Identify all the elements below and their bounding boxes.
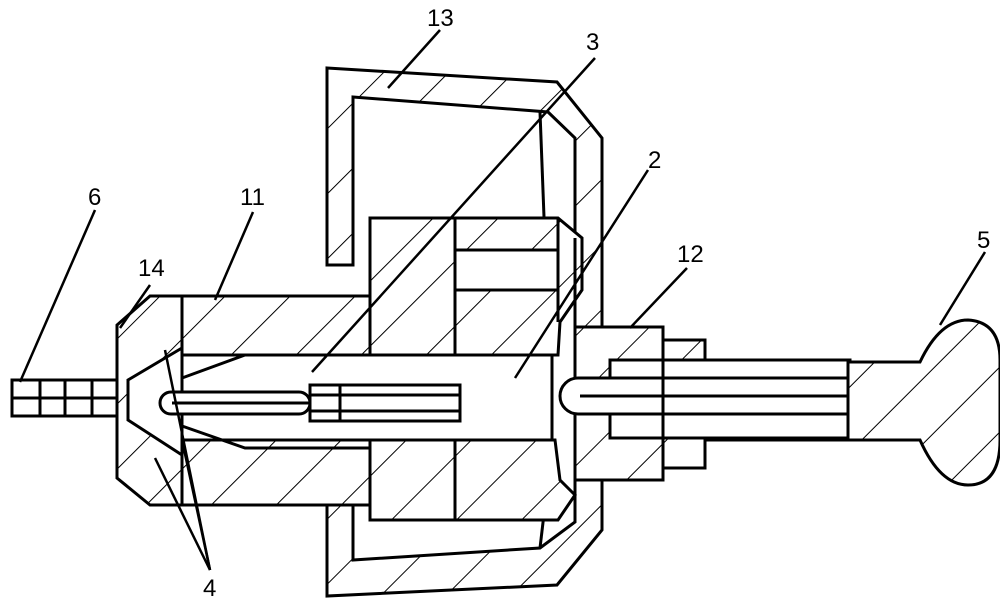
label-14: 14 <box>138 255 165 282</box>
label-12: 12 <box>677 241 704 268</box>
label-4: 4 <box>203 575 216 602</box>
hub-body-lower <box>370 440 575 520</box>
label-13: 13 <box>427 5 454 32</box>
label-5: 5 <box>977 227 990 254</box>
plunger-handle <box>848 320 1000 485</box>
hub-body-upper <box>370 218 582 355</box>
pin-connector <box>12 380 117 416</box>
label-11: 11 <box>240 184 265 211</box>
housing-upper <box>157 296 370 355</box>
label-3: 3 <box>586 29 599 56</box>
label-2: 2 <box>648 147 661 174</box>
label-6: 6 <box>88 184 101 211</box>
